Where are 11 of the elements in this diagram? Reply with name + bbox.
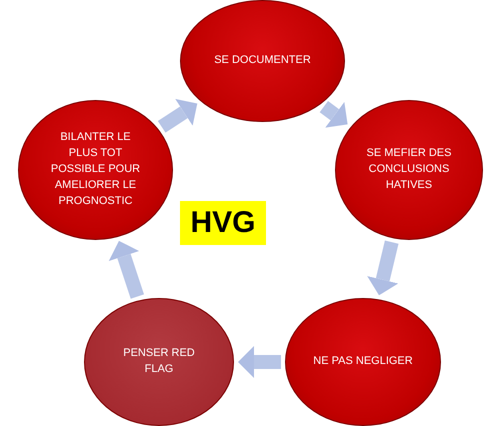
circle-text: BILANTER LE PLUS TOT POSSIBLE POUR AMELIORER LE PROGNOSTIC: [50, 130, 142, 209]
circle-text: PENSER RED FLAG: [122, 346, 196, 377]
block-arrow: [108, 240, 144, 299]
block-arrow: [320, 101, 348, 128]
circle-text: SE DOCUMENTER: [213, 53, 312, 68]
circle-text: NE PAS NEGLIGER: [313, 354, 413, 370]
highlight-box: [180, 201, 266, 245]
block-arrow: [367, 240, 399, 296]
block-arrow: [238, 346, 281, 378]
circle-text: SE MEFIER DES CONCLUSIONS HATIVES: [366, 146, 452, 193]
center-title: HVG: [190, 206, 256, 240]
